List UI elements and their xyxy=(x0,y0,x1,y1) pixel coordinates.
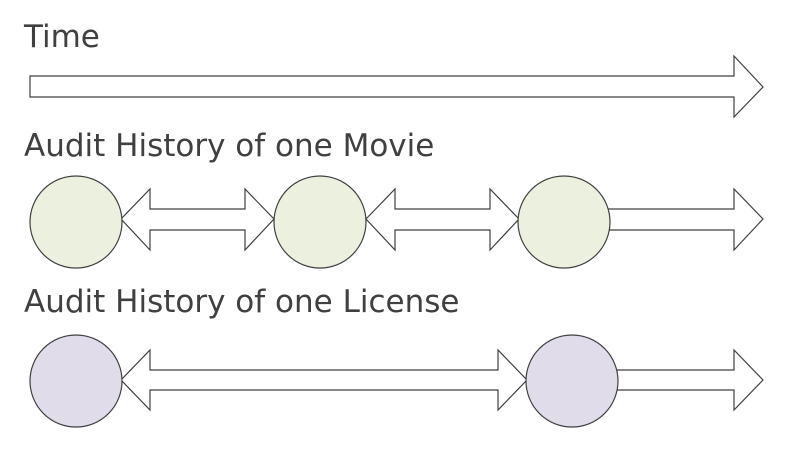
movie-link-arrow-2 xyxy=(365,187,520,252)
movie-audit-node-2 xyxy=(273,175,367,269)
license-continuation-arrow xyxy=(613,348,764,412)
time-arrow xyxy=(29,54,764,119)
license-audit-node-2 xyxy=(525,334,619,428)
license-link-arrow-1 xyxy=(120,348,528,412)
movie-continuation-arrow xyxy=(604,187,764,252)
movie-audit-node-3 xyxy=(517,175,611,269)
license-audit-node-1 xyxy=(29,334,123,428)
movie-link-arrow-1 xyxy=(120,187,275,252)
movie-history-label: Audit History of one Movie xyxy=(24,128,435,164)
movie-audit-node-1 xyxy=(29,175,123,269)
license-history-label: Audit History of one License xyxy=(24,284,460,320)
time-label: Time xyxy=(24,19,100,55)
